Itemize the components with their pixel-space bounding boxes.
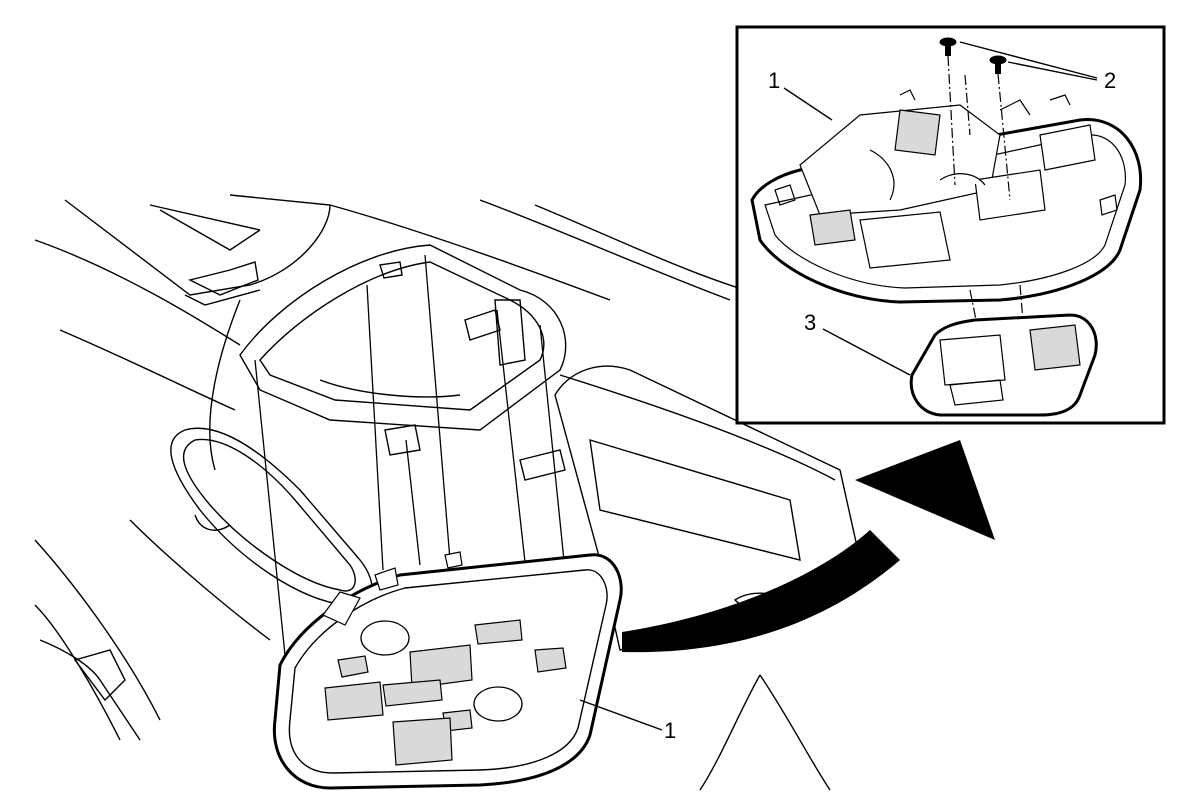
inset-console-assembly <box>750 37 1143 417</box>
inset-leader-lines <box>783 41 1098 376</box>
callout-inset-2: 2 <box>1104 68 1117 93</box>
callout-inset-1: 1 <box>768 68 781 93</box>
callout-inset-3: 3 <box>804 310 817 335</box>
callout-main-1: 1 <box>664 718 677 743</box>
inset-screws <box>939 37 1007 74</box>
overhead-console-main <box>272 551 623 790</box>
leader-line-main-1 <box>579 699 663 731</box>
curved-arrow-head <box>855 440 995 540</box>
alignment-lines <box>254 254 569 656</box>
vehicle-headliner-outline <box>34 194 861 791</box>
curved-arrow <box>622 530 900 653</box>
